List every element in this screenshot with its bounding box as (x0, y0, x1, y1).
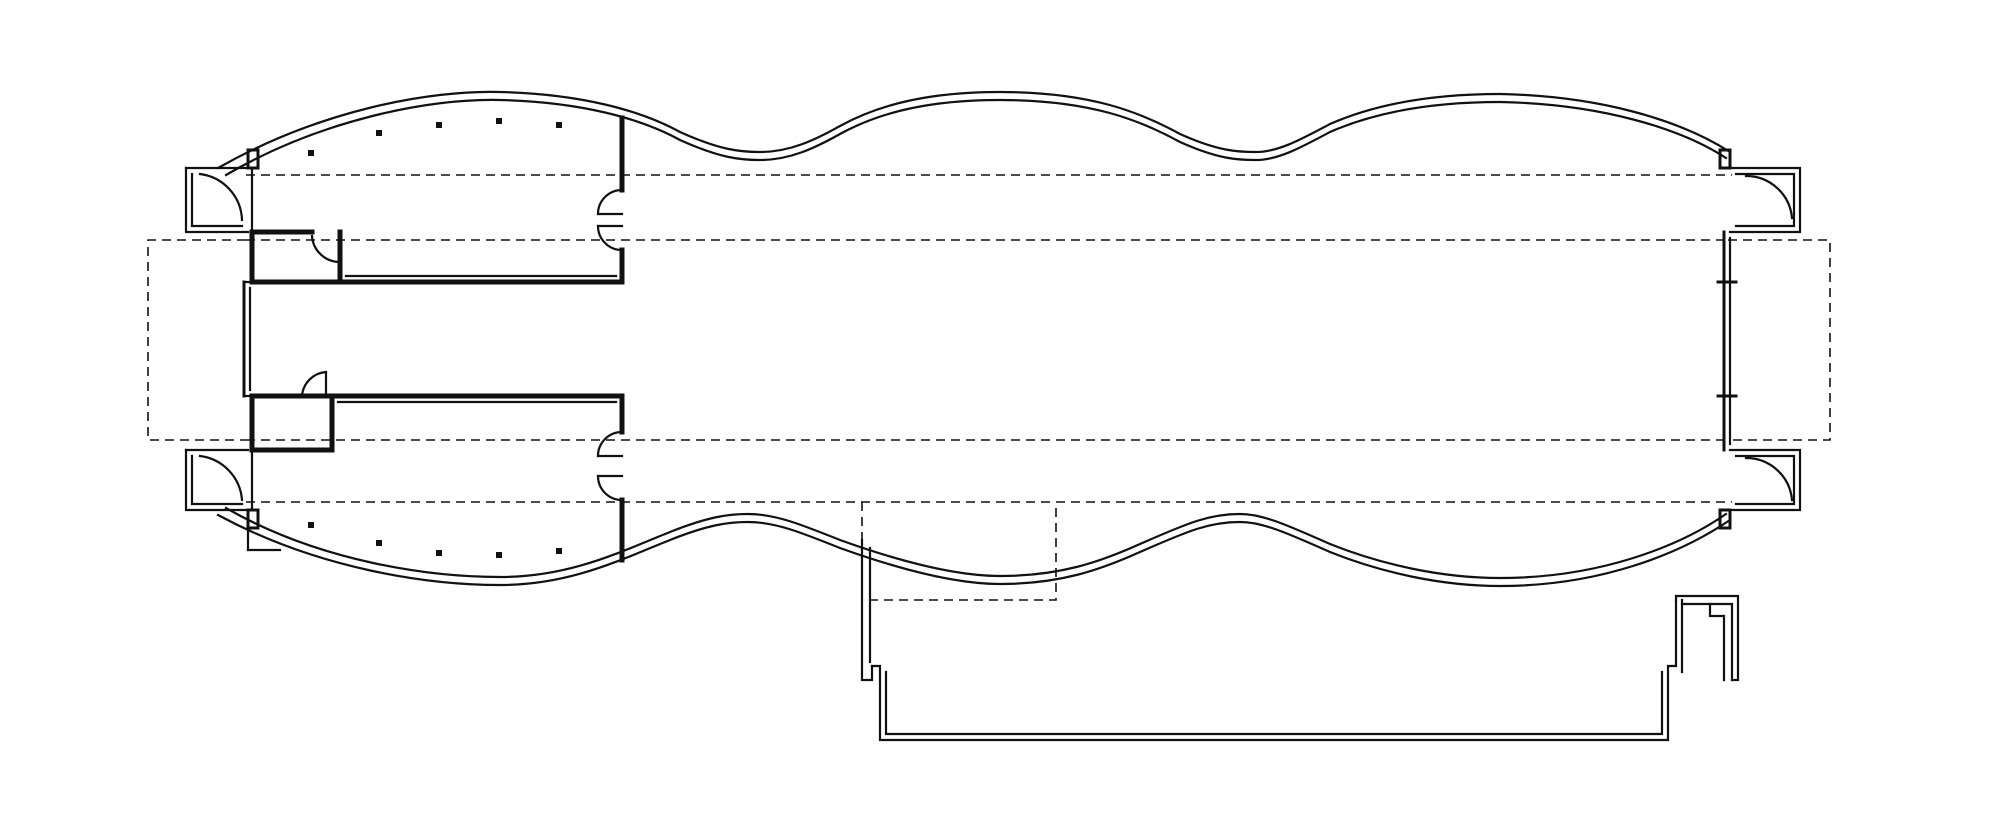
structural-columns (308, 118, 562, 558)
southeast-small-structure (1674, 594, 1740, 682)
dashed-central-block (147, 239, 1831, 441)
undulating-outer-wall (216, 90, 1732, 588)
corner-door-swings (300, 234, 342, 398)
west-vestibules (184, 166, 250, 512)
double-doors (596, 188, 624, 502)
south-annex-enclosure (860, 538, 1684, 742)
west-service-rooms (242, 115, 625, 563)
east-entry-vestibules (1716, 148, 1802, 530)
dashed-annex-outline (861, 502, 1057, 601)
